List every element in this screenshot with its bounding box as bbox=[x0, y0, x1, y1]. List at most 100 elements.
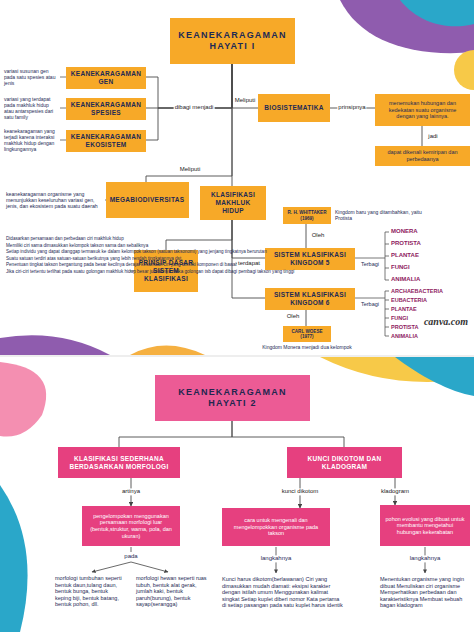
box-text: KEANEKARAGAMAN HAYATI 2 bbox=[159, 387, 306, 409]
connector-label: Oleh bbox=[286, 313, 301, 320]
box-text: KEANEKARAGAMAN SPESIES bbox=[70, 101, 142, 117]
category-box: KEANEKARAGAMAN SPESIES bbox=[66, 98, 146, 120]
principle-list: Didasarkan persamaan dan perbedaan ciri … bbox=[6, 236, 130, 275]
kingdom-name: PLANTAE bbox=[391, 252, 419, 259]
list-text: morfologi hewan seperti ruas tubuh, bent… bbox=[136, 575, 208, 608]
kingdom-name: PLANTAE bbox=[391, 306, 417, 313]
connector-label: dibagi menjadi bbox=[174, 104, 215, 111]
kingdom-name: PROTISTA bbox=[391, 324, 418, 331]
connector-label: artinya bbox=[121, 488, 141, 495]
topic-box: KLASIFIKASI MAKHLUK HIDUP bbox=[200, 186, 266, 220]
note-text: Kingdom baru yang ditambahkan, yaitu Pro… bbox=[335, 209, 435, 221]
kingdom-name: PROTISTA bbox=[391, 240, 421, 247]
watermark: canva.com bbox=[424, 316, 468, 328]
connector-label: Oleh bbox=[311, 232, 326, 239]
principle-item: Memiliki ciri sama dimasukkan kelompok t… bbox=[6, 243, 130, 249]
connector bbox=[306, 310, 307, 326]
note-box: menemukan hubungan dan kedekatan suatu o… bbox=[375, 94, 470, 126]
kingdom-name: ANIMALIA bbox=[391, 276, 420, 283]
kingdom-name: ANIMALIA bbox=[391, 333, 418, 340]
description-text: keanekaragaman yang terjadi karena inter… bbox=[4, 128, 59, 152]
author-box: R. H. WHITTAKER (1969) bbox=[283, 207, 331, 224]
box-text: SISTEM KLASIFIKASI KINGDOM 6 bbox=[269, 291, 351, 307]
connector-label: prinsipnya bbox=[337, 104, 366, 111]
orange-blob bbox=[130, 346, 205, 356]
list-text: morfologi tumbuhan seperti bentuk daun,t… bbox=[55, 575, 125, 608]
connector-note: Terbagi bbox=[361, 261, 379, 268]
connector bbox=[232, 220, 265, 298]
connector-label: jadi bbox=[427, 133, 438, 140]
topic-box: MEGABIODIVERSITAS bbox=[106, 182, 189, 218]
box-text: pohon evolusi yang dibuat untuk membantu… bbox=[384, 516, 466, 536]
box-text: KEANEKARAGAMAN EKOSISTEM bbox=[70, 133, 142, 149]
section-divider bbox=[0, 355, 474, 357]
note-box: pengelompokan menggunakan persamaan morf… bbox=[82, 506, 180, 546]
topic-box: PRINSIP DASAR SISTEM KLASIFIKASI bbox=[134, 250, 198, 292]
connector-label: kunci dikotom bbox=[281, 488, 320, 495]
principle-item: Penentuan tingkat takson bergantung pada… bbox=[6, 262, 130, 268]
topic-box: KUNCI DIKOTOM DAN KLADOGRAM bbox=[287, 447, 402, 478]
box-text: pengelompokan menggunakan persamaan morf… bbox=[86, 513, 176, 539]
kingdom-name: FUNGI bbox=[391, 264, 410, 271]
topic-box: BIOSISTEMATIKA bbox=[258, 94, 330, 122]
description-text: variasi yang terdapat pada makhluk hidup… bbox=[4, 96, 59, 120]
box-text: KLASIFIKASI MAKHLUK HIDUP bbox=[204, 191, 262, 214]
box-text: dapat dikenali kemiripan dan perbedaanya bbox=[379, 149, 466, 162]
box-text: R. H. WHITTAKER (1969) bbox=[286, 210, 328, 221]
author-box: CARL WOESE (1977) bbox=[283, 326, 331, 342]
kingdom-name: EUBACTERIA bbox=[391, 297, 427, 304]
connector bbox=[119, 421, 232, 447]
box-text: menemukan hubungan dan kedekatan suatu o… bbox=[379, 100, 466, 120]
category-box: KEANEKARAGAMAN GEN bbox=[66, 67, 146, 89]
system-box: SISTEM KLASIFIKASI KINGDOM 5 bbox=[265, 248, 355, 270]
purple-blob bbox=[0, 335, 110, 355]
box-text: PRINSIP DASAR SISTEM KLASIFIKASI bbox=[138, 259, 194, 282]
note-box: cara untuk mengenali dan mengelompokkan … bbox=[222, 508, 330, 546]
leader-arrows bbox=[92, 547, 425, 573]
connector bbox=[146, 64, 232, 108]
connector-label: terdapat bbox=[237, 260, 261, 267]
connector bbox=[146, 64, 232, 140]
box-text: BIOSISTEMATIKA bbox=[262, 104, 326, 112]
category-box: KEANEKARAGAMAN EKOSISTEM bbox=[66, 130, 146, 152]
pink-blob bbox=[0, 362, 46, 437]
title-box: KEANEKARAGAMAN HAYATI I bbox=[170, 18, 295, 64]
principle-item: Didasarkan persamaan dan perbedaan ciri … bbox=[6, 236, 130, 242]
blue-blob bbox=[400, 0, 474, 26]
connector bbox=[232, 421, 344, 447]
connector-label: Meliputi bbox=[179, 166, 202, 173]
description-text: variasi susunan gen pada satu spesies at… bbox=[4, 68, 59, 86]
box-text: KUNCI DIKOTOM DAN KLADOGRAM bbox=[291, 455, 398, 471]
purple-blob bbox=[340, 0, 474, 53]
note-text: Kingdom Monera menjadi dua kelompok bbox=[262, 344, 352, 350]
description-text: keanekaragaman organisme yang menunjukka… bbox=[6, 191, 104, 210]
connector bbox=[232, 220, 265, 258]
connector bbox=[166, 220, 232, 250]
connector bbox=[146, 64, 232, 108]
title-box: KEANEKARAGAMAN HAYATI 2 bbox=[155, 375, 310, 421]
box-text: cara untuk mengenali dan mengelompokkan … bbox=[226, 517, 326, 537]
connector-note: Terbagi bbox=[361, 301, 379, 308]
system-box: SISTEM KLASIFIKASI KINGDOM 6 bbox=[265, 288, 355, 310]
principle-item: Setiap individu yang dapat dianggap term… bbox=[6, 249, 130, 255]
connector-label: kladogram bbox=[380, 488, 410, 495]
box-text: KEANEKARAGAMAN HAYATI I bbox=[174, 30, 291, 52]
box-text: SISTEM KLASIFIKASI KINGDOM 5 bbox=[269, 251, 351, 267]
box-text: MEGABIODIVERSITAS bbox=[110, 196, 185, 204]
connector bbox=[306, 224, 307, 248]
kingdom-name: ARCHAEBACTERIA bbox=[391, 288, 443, 295]
connector bbox=[422, 126, 423, 146]
connector-note: langkahnya bbox=[409, 555, 442, 562]
connector bbox=[232, 64, 258, 108]
connector bbox=[232, 64, 233, 186]
kingdom-bracket bbox=[355, 232, 389, 336]
blue-wave bbox=[0, 485, 28, 632]
note-box: pohon evolusi yang dibuat untuk membantu… bbox=[380, 505, 470, 546]
connector-note: pada bbox=[123, 553, 138, 560]
principle-item: Jika ciri-ciri tertentu terlihat pada su… bbox=[6, 269, 130, 275]
yellow-blob bbox=[454, 50, 474, 90]
box-text: KEANEKARAGAMAN GEN bbox=[70, 70, 142, 86]
connector-note: langkahnya bbox=[260, 555, 293, 562]
